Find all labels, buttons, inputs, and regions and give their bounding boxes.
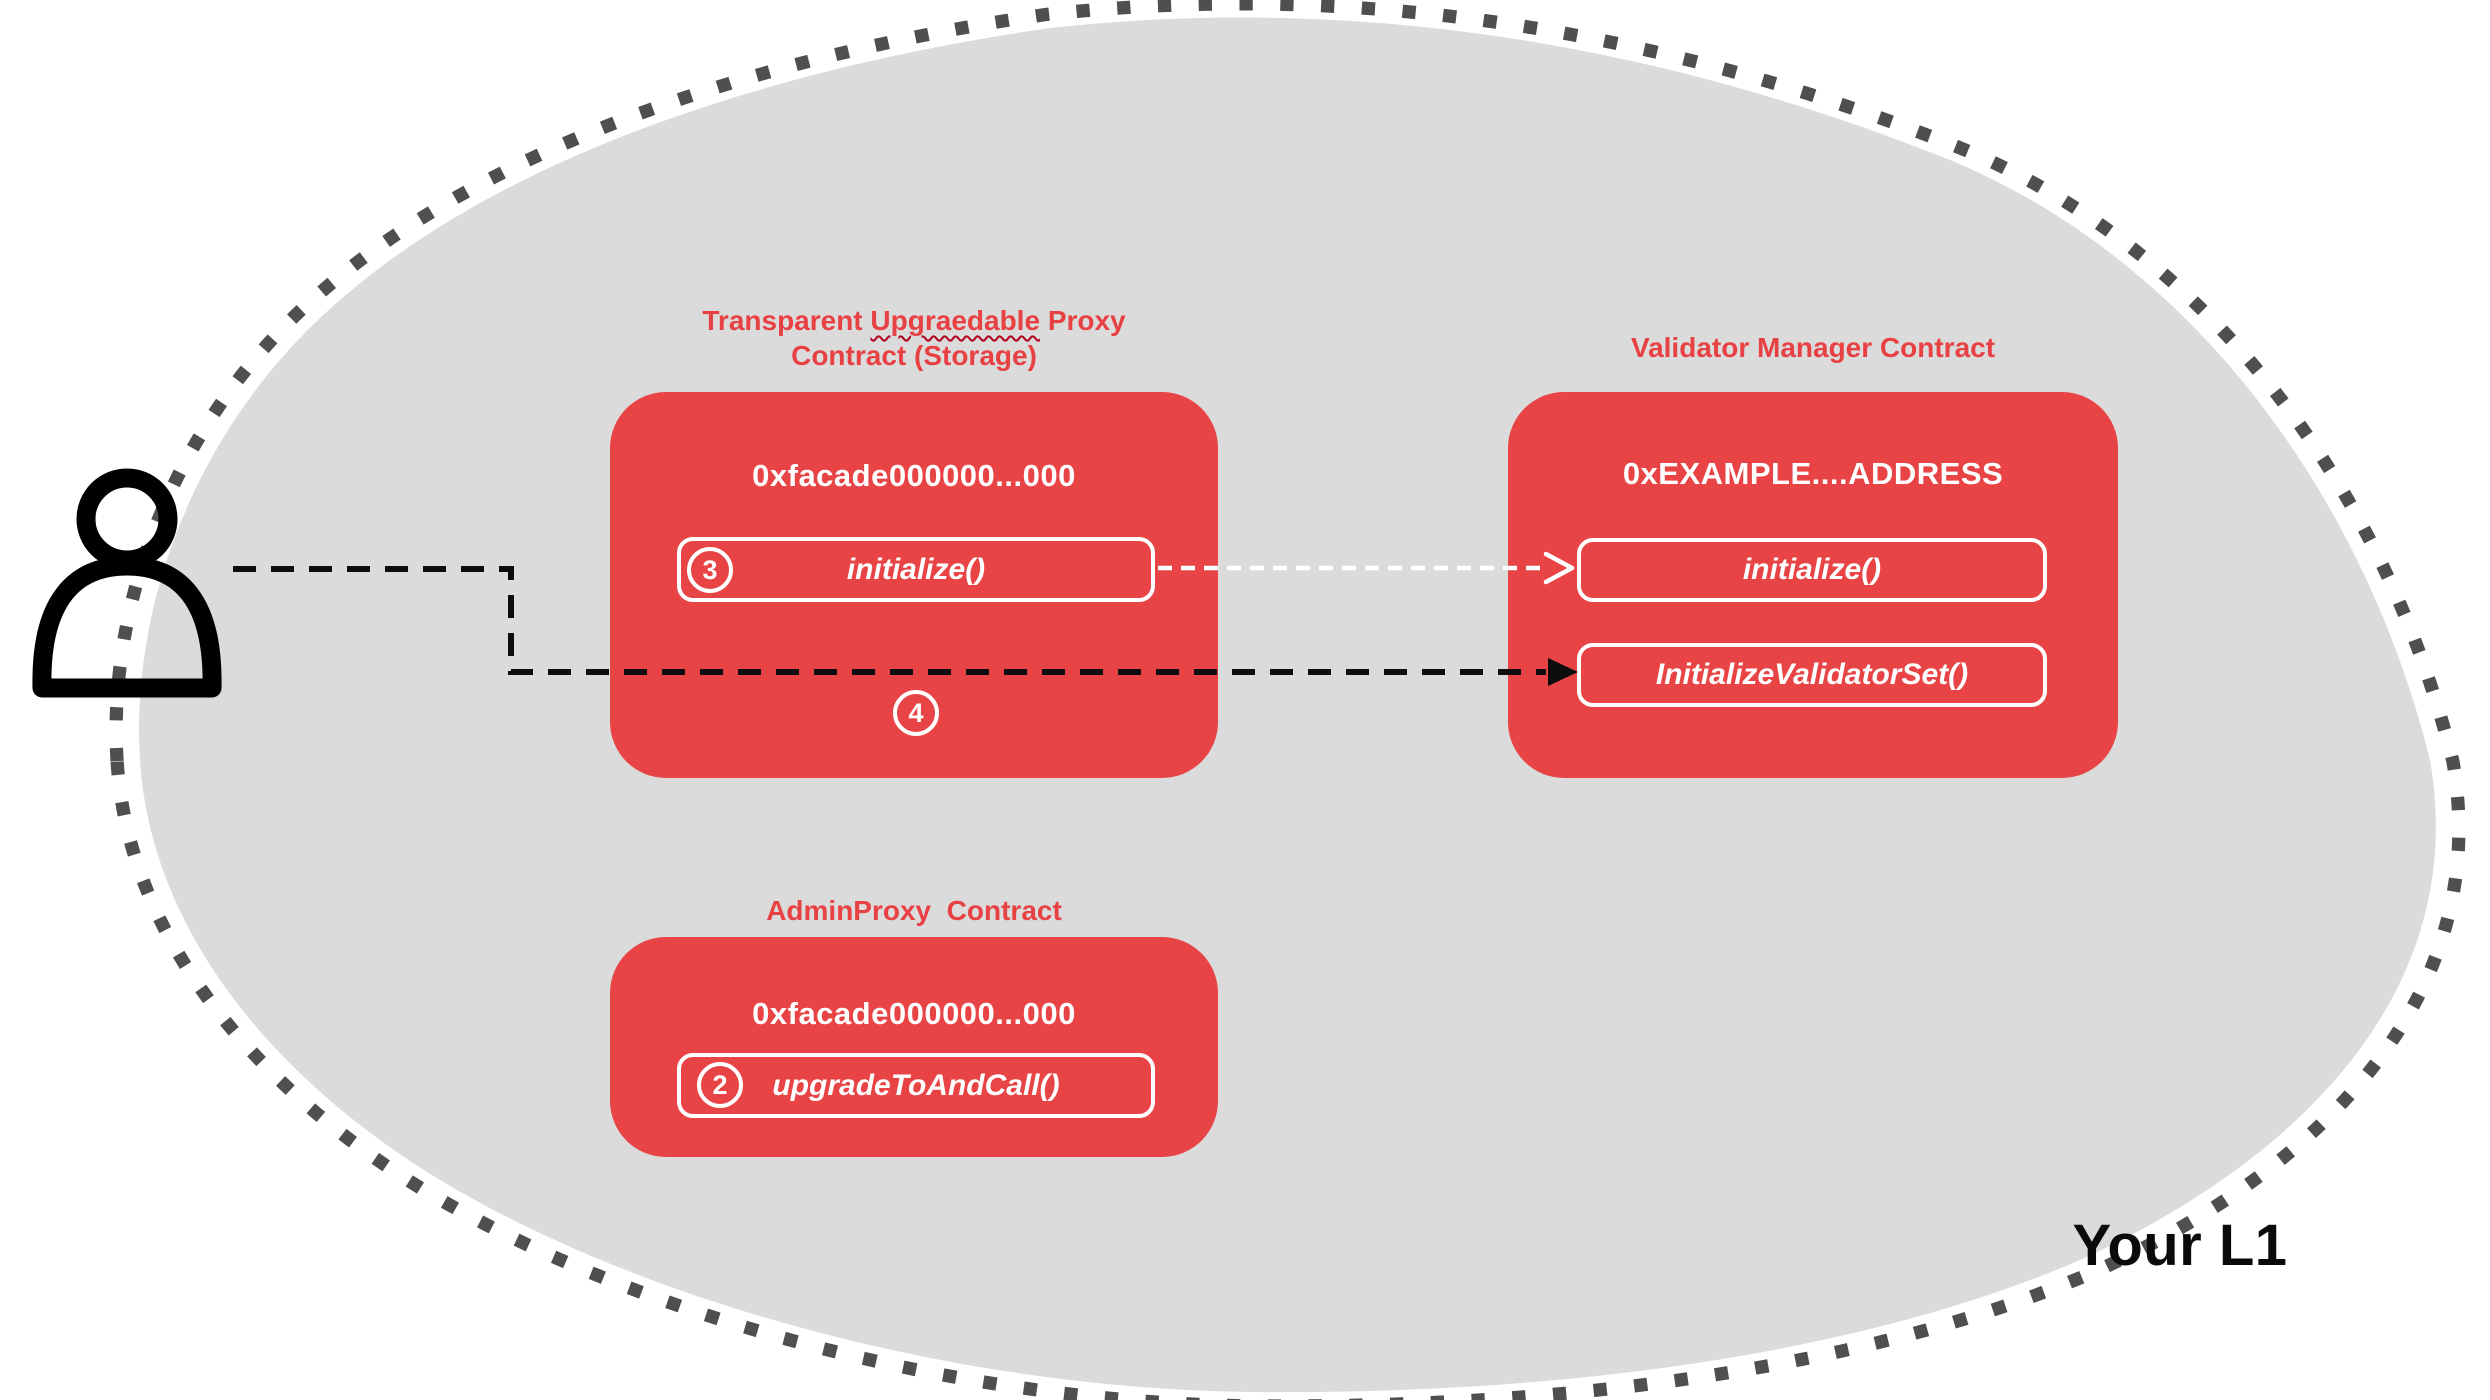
admin-contract-address: 0xfacade000000...000 (752, 996, 1076, 1031)
validator-initialize-label: initialize() (1742, 553, 1882, 586)
step-3-badge: 3 (687, 547, 733, 593)
proxy-title-misspelled-word: Upgraedable (870, 305, 1041, 336)
admin-contract-title: AdminProxy Contract (766, 895, 1062, 926)
validator-ivs-label: InitializeValidatorSet() (1655, 658, 1969, 691)
proxy-title-line1: Transparent Upgraedable Proxy (560, 303, 1268, 338)
proxy-title-word: Proxy (1047, 305, 1126, 336)
validator-initialize-method: initialize() (1577, 538, 2047, 602)
proxy-title-line2: Contract (Storage) (791, 340, 1037, 371)
proxy-initialize-method: initialize() (677, 537, 1155, 602)
admin-contract-box (610, 937, 1218, 1157)
proxy-contract-title: Transparent Upgraedable Proxy Contract (… (560, 303, 1268, 373)
step-2-badge: 2 (697, 1062, 743, 1108)
validator-contract-address: 0xEXAMPLE....ADDRESS (1622, 456, 2004, 491)
step-4-badge: 4 (893, 690, 939, 736)
validator-contract-title: Validator Manager Contract (1630, 332, 1996, 363)
proxy-title-word: Transparent (702, 305, 863, 336)
proxy-initialize-label: initialize() (846, 552, 986, 586)
proxy-contract-address: 0xfacade000000...000 (752, 458, 1076, 493)
your-l1-label: Your L1 (2072, 1213, 2288, 1278)
admin-upgrade-to-and-call-method: upgradeToAndCall() (677, 1053, 1155, 1118)
step-3-number: 3 (702, 554, 718, 585)
validator-initialize-validator-set-method: InitializeValidatorSet() (1577, 643, 2047, 707)
step-2-number: 2 (712, 1069, 728, 1100)
step-4-number: 4 (908, 697, 924, 728)
user-icon (32, 468, 222, 698)
admin-upgrade-label: upgradeToAndCall() (772, 1068, 1060, 1102)
